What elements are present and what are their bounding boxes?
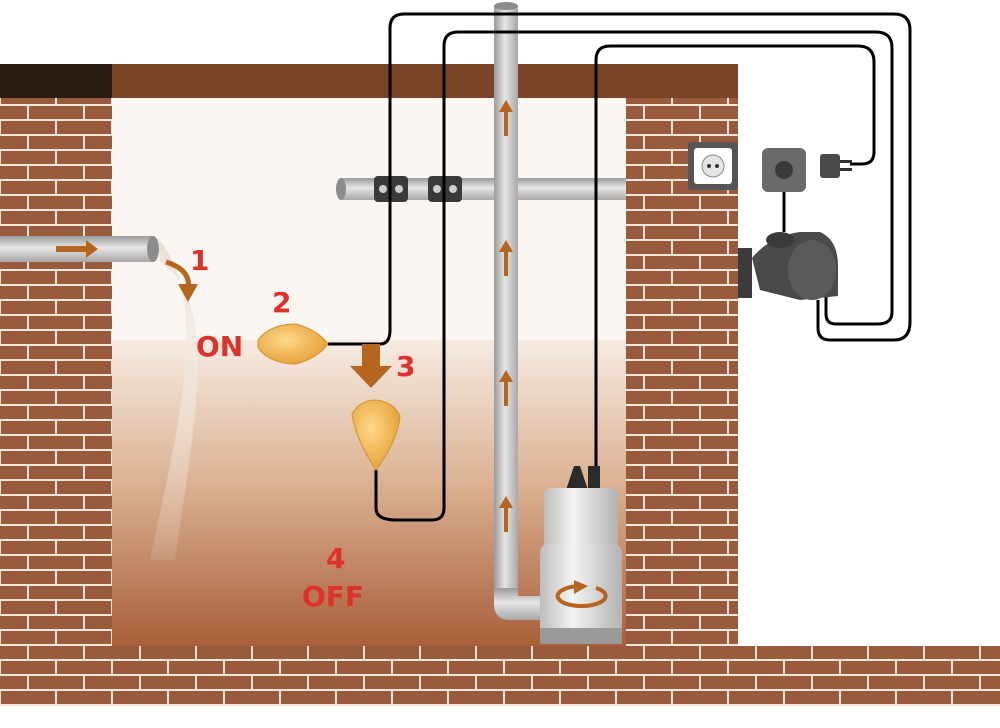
ceiling — [112, 64, 738, 98]
inlet-flow-arrow-icon — [56, 240, 98, 258]
on-state-label: ON — [196, 330, 243, 363]
up-arrow-icon — [499, 496, 513, 532]
submersible-pump-icon — [540, 466, 622, 644]
off-state-label: OFF — [302, 580, 364, 613]
cables — [328, 12, 912, 522]
step-labels: 1 2 ON 3 4 OFF — [190, 244, 415, 613]
plug-adapter-icon — [762, 148, 852, 232]
step-3-label: 3 — [396, 350, 415, 383]
up-arrow-icon — [499, 370, 513, 406]
up-arrow-icon — [499, 240, 513, 276]
inlet-pipe — [0, 236, 198, 560]
left-wall — [0, 64, 112, 646]
float-switch-off — [351, 399, 401, 471]
step-1-label: 1 — [190, 244, 209, 277]
floor — [0, 646, 1000, 706]
discharge-pipe — [494, 2, 542, 620]
rotation-arrow-icon — [555, 583, 608, 608]
down-arrow-icon — [350, 344, 392, 388]
support-bar — [336, 178, 626, 200]
step-2-label: 2 — [272, 286, 291, 319]
wall-socket-icon — [688, 142, 738, 190]
wall-top-dark — [0, 64, 120, 98]
up-arrow-icon — [499, 100, 513, 136]
discharge-elbow — [494, 588, 542, 620]
curved-arrow-head — [178, 284, 198, 302]
step-4-label: 4 — [326, 542, 345, 575]
rotation-arrow-head — [574, 580, 588, 594]
water-stream — [150, 238, 198, 560]
pump-controller-icon — [738, 232, 838, 300]
float-off-cable — [374, 30, 894, 522]
upward-flow-arrows — [499, 100, 513, 532]
float-on-cable — [328, 12, 912, 346]
pump-cable-gland — [566, 466, 588, 490]
pump-power-cable — [594, 44, 876, 474]
float-switch-on — [257, 323, 329, 365]
